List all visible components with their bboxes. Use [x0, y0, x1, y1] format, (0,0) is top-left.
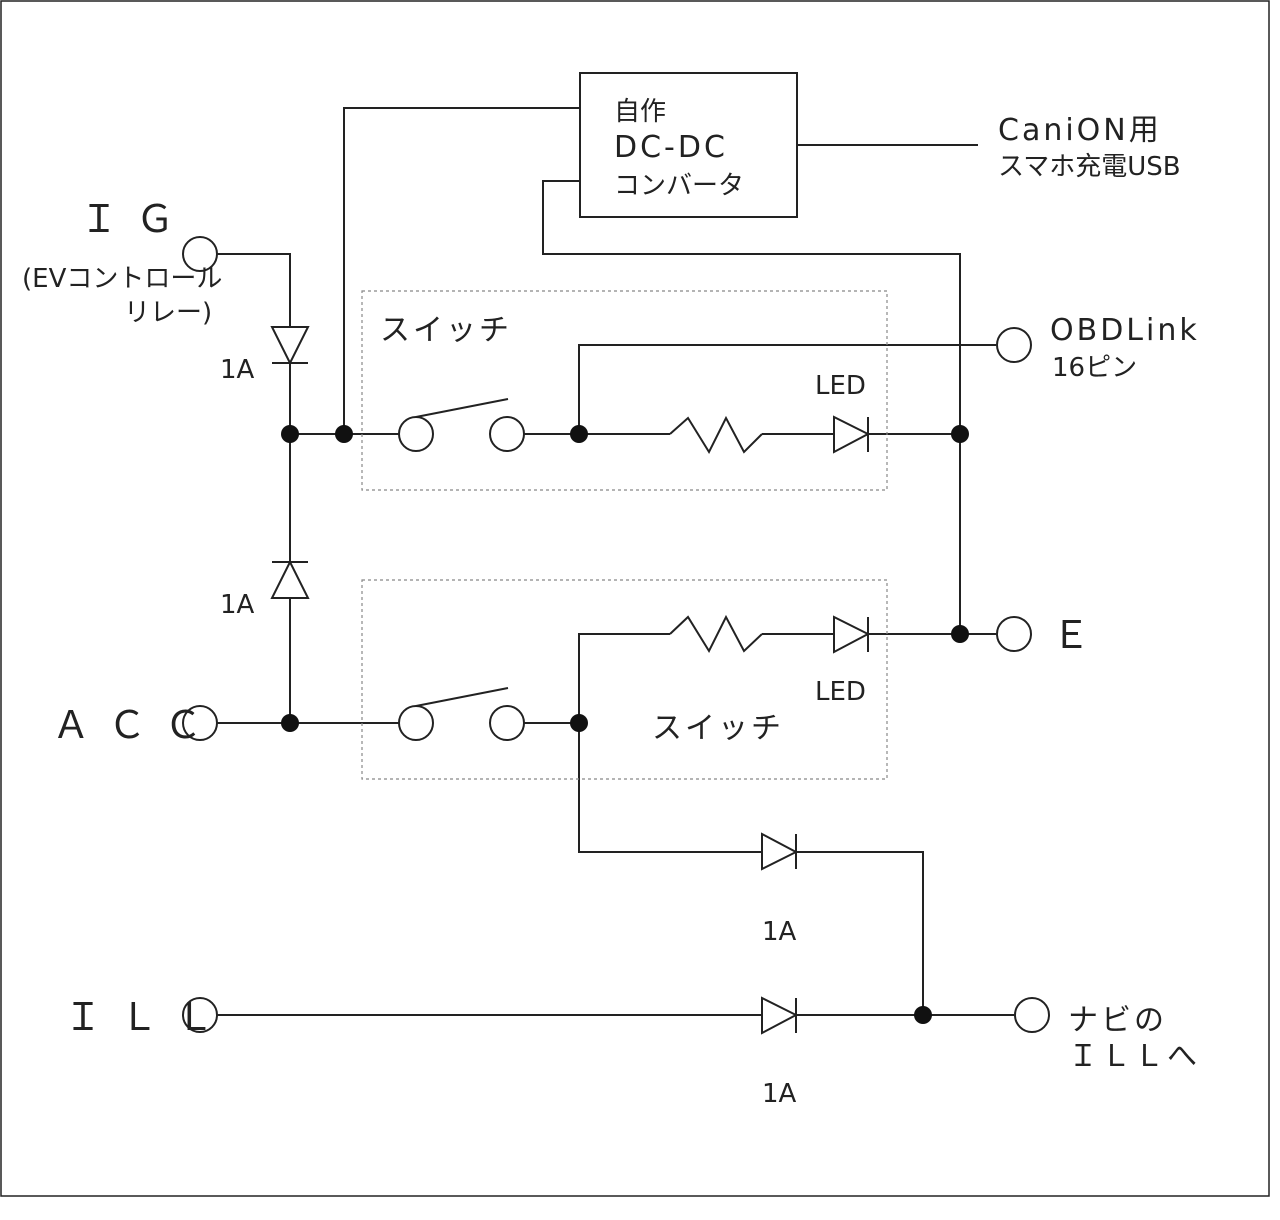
diode-acc	[270, 559, 310, 599]
junction-dot	[281, 425, 299, 443]
bottom-switch-contact-left	[398, 705, 434, 741]
ig-label-line3: リレー)	[124, 298, 212, 328]
switch-box-bottom-label: スイッチ	[652, 711, 784, 746]
ground-label: Ｅ	[1052, 613, 1108, 657]
diode-ill-rating: 1A	[762, 1079, 797, 1109]
led-top-label: LED	[815, 371, 866, 401]
diode-switch-navi-rating: 1A	[762, 917, 797, 947]
diode-ig-rating: 1A	[220, 355, 255, 385]
resistor-top	[669, 415, 763, 455]
usb-label-line2: スマホ充電USB	[998, 152, 1181, 182]
junction-dot	[951, 425, 969, 443]
junction-dot	[281, 714, 299, 732]
switch-box-top-label: スイッチ	[380, 313, 512, 348]
diode-ill	[761, 996, 799, 1035]
wire-converter-ground	[542, 180, 961, 634]
navi-label-line2: ＩＬＬへ	[1068, 1039, 1200, 1074]
converter-label-line3: コンバータ	[614, 171, 744, 201]
obdlink-label-line1: OBDLink	[1050, 313, 1200, 348]
led-bottom-label: LED	[815, 677, 866, 707]
wire-switch-to-navi	[578, 723, 762, 853]
switch-box-top	[361, 290, 888, 491]
wire-bottom-led-branch	[578, 633, 670, 723]
diagram-frame	[0, 0, 1270, 1197]
converter-label-line2: DC-DC	[614, 130, 728, 165]
led-bottom	[833, 615, 871, 654]
wire-converter-feed	[343, 107, 580, 434]
ig-label-line2: (EVコントロール	[22, 264, 222, 294]
junction-dot	[951, 625, 969, 643]
junction-dot	[570, 425, 588, 443]
obdlink-label-line2: 16ピン	[1052, 353, 1137, 383]
led-top	[833, 415, 871, 454]
acc-terminal	[182, 705, 218, 741]
wire-obdlink	[578, 344, 996, 434]
obdlink-terminal	[996, 327, 1032, 363]
diode-ig	[270, 326, 310, 366]
navi-label-line1: ナビの	[1068, 1003, 1167, 1038]
junction-dot	[335, 425, 353, 443]
diode-acc-rating: 1A	[220, 590, 255, 620]
switch-box-bottom	[361, 579, 888, 780]
top-switch-contact-left	[398, 416, 434, 452]
converter-label-line1: 自作	[614, 97, 666, 127]
ground-terminal	[996, 616, 1032, 652]
ig-label-line1: ＩＧ	[80, 197, 192, 241]
bottom-switch-lever	[415, 687, 509, 707]
wire-ig	[217, 253, 291, 327]
ig-terminal	[182, 236, 218, 272]
bottom-switch-contact-right	[489, 705, 525, 741]
top-switch-lever	[415, 398, 509, 418]
acc-label: ＡＣＣ	[52, 703, 220, 747]
top-switch-contact-right	[489, 416, 525, 452]
navi-ill-terminal	[1014, 997, 1050, 1033]
resistor-bottom	[669, 614, 763, 654]
junction-dot	[914, 1006, 932, 1024]
ill-label: ＩＬＬ	[64, 995, 232, 1039]
junction-dot	[570, 714, 588, 732]
usb-label-line1: CaniON用	[998, 113, 1162, 148]
wire-diode-to-navi-junction	[796, 851, 924, 1015]
diode-switch-navi	[761, 832, 799, 871]
